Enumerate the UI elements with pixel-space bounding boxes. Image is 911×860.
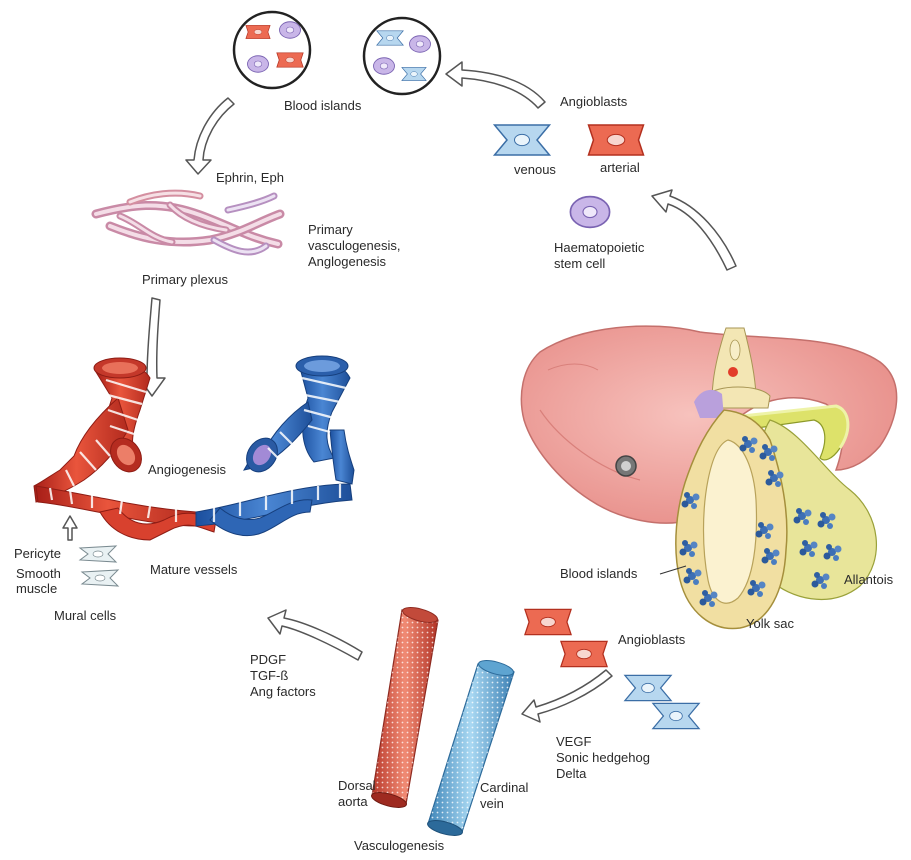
label-venous: venous bbox=[514, 162, 556, 178]
label-dorsal-aorta: Dorsal aorta bbox=[338, 778, 376, 810]
label-signals: VEGF Sonic hedgehog Delta bbox=[556, 734, 650, 782]
label-allantois: Allantois bbox=[844, 572, 893, 588]
embryo-illustration bbox=[521, 326, 896, 628]
label-primary-plexus: Primary plexus bbox=[142, 272, 228, 288]
label-yolk-sac: Yolk sac bbox=[746, 616, 794, 632]
haematopoietic-stem-cell bbox=[570, 197, 609, 228]
smooth-muscle-cell bbox=[82, 570, 118, 586]
label-blood-islands-embryo: Blood islands bbox=[560, 566, 637, 582]
bottom-venous-angioblasts bbox=[625, 675, 699, 728]
blood-island-circle-right bbox=[364, 18, 440, 94]
arterial-angioblast-cell bbox=[589, 125, 644, 155]
label-primary-vasculogenesis: Primary vasculogenesis, Anglogenesis bbox=[308, 222, 401, 270]
label-ephrin-eph: Ephrin, Eph bbox=[216, 170, 284, 186]
label-arterial: arterial bbox=[600, 160, 640, 176]
label-vasculogenesis: Vasculogenesis bbox=[354, 838, 444, 854]
label-growth-factors: PDGF TGF-ß Ang factors bbox=[250, 652, 316, 700]
label-smooth-muscle: Smooth muscle bbox=[16, 566, 61, 596]
arrow-angioblasts-to-islands bbox=[446, 62, 545, 108]
venous-angioblast-cell bbox=[495, 125, 550, 155]
label-mural-cells: Mural cells bbox=[54, 608, 116, 624]
angiogenesis-vessels bbox=[34, 356, 354, 540]
bottom-arterial-angioblasts bbox=[525, 609, 607, 666]
blood-island-circle-left bbox=[234, 12, 310, 88]
arrow-embryo-to-stemcell bbox=[652, 190, 736, 270]
label-cardinal-vein: Cardinal vein bbox=[480, 780, 528, 812]
arrow-mural-cells-up bbox=[63, 516, 77, 540]
primary-plexus bbox=[96, 193, 280, 252]
label-haematopoietic-stem-cell: Haematopoietic stem cell bbox=[554, 240, 644, 272]
label-angioblasts-top: Angioblasts bbox=[560, 94, 627, 110]
label-angioblasts-bottom: Angioblasts bbox=[618, 632, 685, 648]
dorsal-aorta-tube bbox=[370, 605, 439, 811]
label-mature-vessels: Mature vessels bbox=[150, 562, 237, 578]
pericyte-cell bbox=[80, 546, 116, 562]
label-angiogenesis: Angiogenesis bbox=[148, 462, 226, 478]
label-pericyte: Pericyte bbox=[14, 546, 61, 562]
arrow-islands-to-plexus bbox=[186, 98, 234, 174]
label-blood-islands-top: Blood islands bbox=[284, 98, 361, 114]
arrow-angioblasts-to-tubes bbox=[522, 670, 612, 722]
